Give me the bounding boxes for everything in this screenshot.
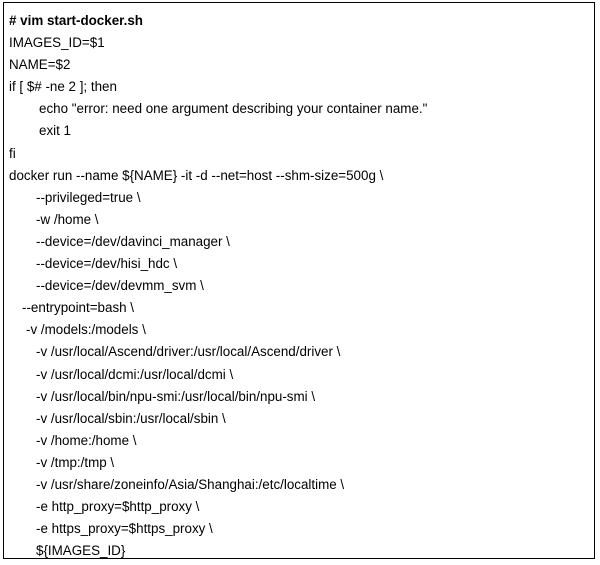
code-line: -v /usr/local/sbin:/usr/local/sbin \: [36, 410, 226, 426]
code-line: IMAGES_ID=$1: [9, 35, 105, 51]
code-line: --entrypoint=bash \: [22, 300, 135, 316]
code-line: -v /home:/home \: [36, 432, 137, 448]
code-line: --device=/dev/davinci_manager \: [36, 233, 230, 249]
script-listing: # vim start-docker.sh IMAGES_ID=$1 NAME=…: [9, 10, 590, 562]
code-line: -v /usr/local/Ascend/driver:/usr/local/A…: [36, 344, 341, 360]
code-line: --device=/dev/devmm_svm \: [36, 278, 204, 294]
code-line: --privileged=true \: [36, 189, 141, 205]
code-line: -e http_proxy=$http_proxy \: [36, 499, 200, 515]
code-line: -v /usr/share/zoneinfo/Asia/Shanghai:/et…: [36, 476, 345, 492]
code-line: -v /usr/local/dcmi:/usr/local/dcmi \: [36, 366, 234, 382]
code-block-frame: # vim start-docker.sh IMAGES_ID=$1 NAME=…: [3, 2, 595, 559]
code-line: -v /usr/local/bin/npu-smi:/usr/local/bin…: [36, 388, 316, 404]
code-line: -v /tmp:/tmp \: [36, 454, 115, 470]
code-line: -w /home \: [36, 211, 99, 227]
code-line: if [ $# -ne 2 ]; then: [9, 79, 117, 95]
code-line: -e https_proxy=$https_proxy \: [36, 521, 213, 537]
code-line: NAME=$2: [9, 57, 71, 73]
code-line: -v /models:/models \: [26, 322, 146, 338]
code-line: exit 1: [39, 123, 72, 139]
code-line: docker run --name ${NAME} -it -d --net=h…: [9, 167, 384, 183]
code-line: echo "error: need one argument describin…: [39, 101, 428, 117]
code-line: fi: [9, 145, 16, 161]
script-heading-line: # vim start-docker.sh: [9, 13, 143, 28]
code-line: ${IMAGES_ID}: [36, 543, 126, 559]
code-line: --device=/dev/hisi_hdc \: [36, 256, 178, 272]
